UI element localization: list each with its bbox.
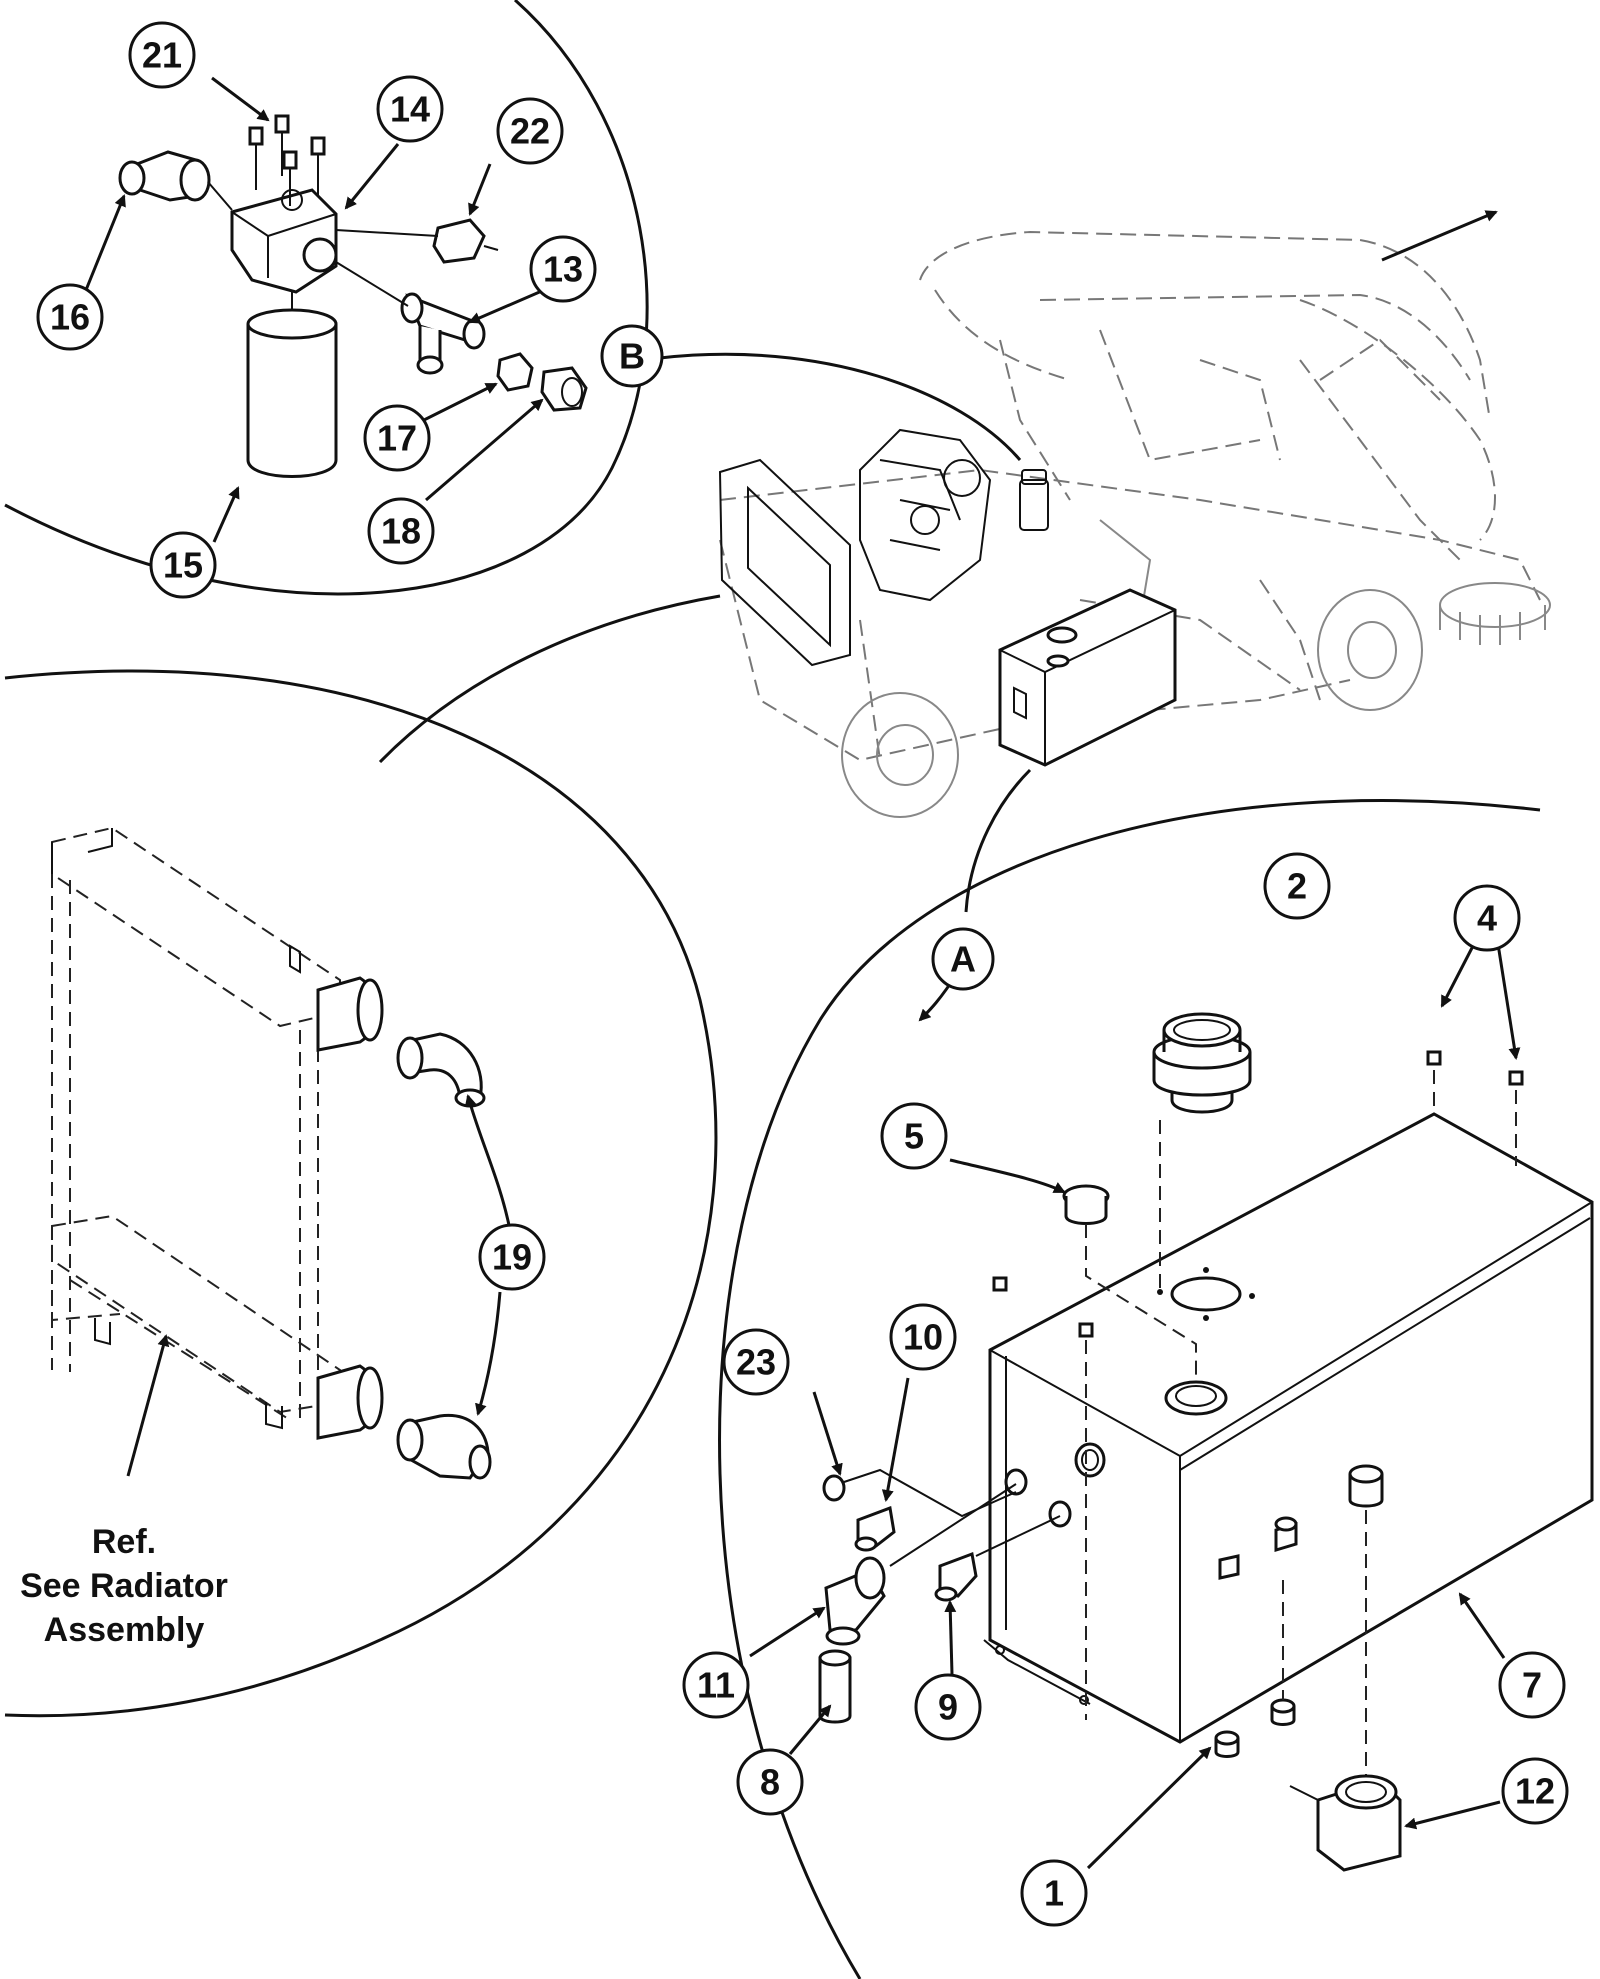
- radiator-reference-note: Ref. See Radiator Assembly: [20, 1523, 228, 1649]
- callout-21-label: 21: [142, 35, 182, 76]
- callout-9-label: 9: [938, 1687, 958, 1728]
- callout-12: 12: [1501, 1757, 1569, 1825]
- callout-10-label: 10: [903, 1317, 943, 1358]
- callout-19: 19: [478, 1223, 546, 1291]
- callout-13-label: 13: [543, 249, 583, 290]
- view-b-marker: B: [600, 324, 664, 388]
- callout-17-label: 17: [377, 418, 417, 459]
- callout-23: 23: [722, 1328, 790, 1396]
- callout-18: 18: [367, 497, 435, 565]
- callout-17: 17: [363, 404, 431, 472]
- note-line-1: Ref.: [92, 1523, 156, 1561]
- callout-21: 21: [128, 21, 196, 89]
- detail-b-boundary: [4, 0, 649, 596]
- callout-2: 2: [1263, 852, 1331, 920]
- hydraulic-tank-assembly: [818, 1012, 1594, 1872]
- callout-11-label: 11: [697, 1665, 735, 1706]
- view-a-marker: A: [931, 927, 995, 991]
- callout-18-label: 18: [381, 511, 421, 552]
- callout-22-label: 22: [510, 111, 550, 152]
- callout-14-label: 14: [390, 89, 430, 130]
- callout-19-label: 19: [492, 1237, 532, 1278]
- callout-23-label: 23: [736, 1342, 776, 1383]
- callout-7: 7: [1498, 1651, 1566, 1719]
- callout-1-label: 1: [1044, 1873, 1064, 1914]
- note-line-3: Assembly: [44, 1611, 205, 1649]
- callout-16-label: 16: [50, 297, 90, 338]
- callout-22: 22: [496, 97, 564, 165]
- callout-1: 1: [1020, 1859, 1088, 1927]
- callout-16: 16: [36, 283, 104, 351]
- callout-10: 10: [889, 1303, 957, 1371]
- callout-15-label: 15: [163, 545, 203, 586]
- callout-2-label: 2: [1287, 866, 1307, 907]
- sweeper-overview: [718, 210, 1551, 818]
- leader-arrows: [84, 76, 1521, 1870]
- callout-8-label: 8: [760, 1762, 780, 1803]
- callout-11: 11: [682, 1651, 750, 1719]
- callout-4: 4: [1453, 884, 1521, 952]
- view-b-label: B: [619, 336, 645, 377]
- callout-7-label: 7: [1522, 1665, 1542, 1706]
- callout-13: 13: [529, 235, 597, 303]
- callout-12-label: 12: [1515, 1771, 1555, 1812]
- note-line-2: See Radiator: [20, 1567, 228, 1605]
- leader-curves: [378, 352, 1032, 913]
- detail-radiator-boundary: [4, 669, 718, 1718]
- callout-14: 14: [376, 75, 444, 143]
- view-a-label: A: [950, 939, 976, 980]
- radiator-assembly: [51, 826, 492, 1480]
- callout-15: 15: [149, 531, 217, 599]
- callout-8: 8: [736, 1748, 804, 1816]
- callout-5-label: 5: [904, 1116, 924, 1157]
- callout-5: 5: [880, 1102, 948, 1170]
- filter-assembly: [118, 114, 588, 478]
- callout-4-label: 4: [1477, 898, 1497, 939]
- callout-9: 9: [914, 1673, 982, 1741]
